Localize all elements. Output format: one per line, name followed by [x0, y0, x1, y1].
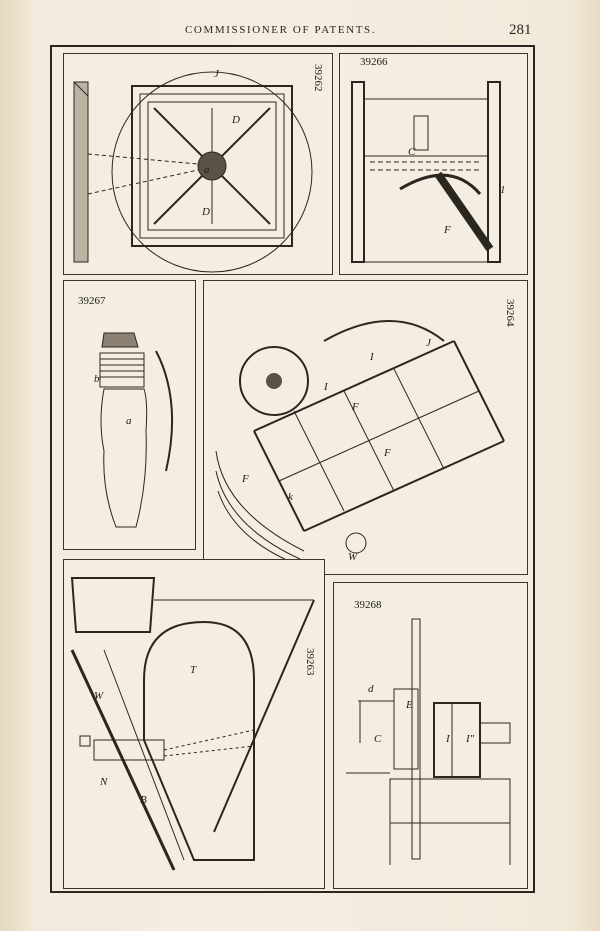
figure-39266-letter: 1 — [500, 184, 506, 196]
running-head: COMMISSIONER OF PATENTS. — [185, 24, 377, 36]
figure-39264-letter: W — [348, 551, 358, 563]
figure-39264-letter: F — [242, 473, 249, 485]
figure-39263-number: 39263 — [304, 648, 316, 676]
figure-39268-letter: I — [446, 733, 450, 745]
figure-39264-letter: F — [384, 447, 391, 459]
figure-39267-letter: a — [126, 415, 132, 427]
figure-39268-number: 39268 — [354, 599, 382, 611]
figure-39268-letter: E — [406, 699, 413, 711]
figure-39263: 39263 T W N B — [63, 559, 325, 889]
figure-39262: 39262 J D a D — [63, 53, 333, 275]
figure-39262-letter: a — [204, 164, 210, 176]
figure-39263-letter: N — [100, 776, 108, 788]
figure-39264-letter: I — [324, 381, 328, 393]
figure-39266: 39266 C F 1 — [339, 53, 528, 275]
figure-39262-number: 39262 — [312, 64, 324, 92]
figure-39268-letter: C — [374, 733, 382, 745]
figure-39263-letter: W — [94, 690, 104, 702]
figure-39268: 39268 d E C I I" — [333, 582, 528, 889]
figure-39267-drawing — [64, 281, 196, 550]
figure-39262-letter: J — [214, 68, 219, 80]
figure-39262-letter: D — [202, 206, 210, 218]
figure-39264-drawing — [204, 281, 528, 575]
figure-39268-drawing — [334, 583, 528, 889]
figure-39264-letter: k — [288, 491, 293, 503]
figure-39268-letter: I" — [466, 733, 475, 745]
figure-39268-letter: d — [368, 683, 374, 695]
page-header: COMMISSIONER OF PATENTS. 281 — [0, 22, 600, 44]
figure-39263-drawing — [64, 560, 325, 889]
patent-plate: 39262 J D a D 39266 C F 1 — [50, 45, 535, 893]
figure-39264-letter: J — [426, 337, 431, 349]
figure-39266-letter: C — [408, 146, 416, 158]
figure-39266-number: 39266 — [360, 56, 388, 68]
figure-39264-letter: F — [352, 401, 359, 413]
figure-39264-letter: I — [370, 351, 374, 363]
figure-39262-letter: D — [232, 114, 240, 126]
figure-39264-number: 39264 — [504, 299, 516, 327]
page-number: 281 — [509, 22, 532, 38]
figure-39263-letter: B — [140, 794, 147, 806]
figure-39262-drawing — [64, 54, 333, 275]
figure-39263-letter: T — [190, 664, 197, 676]
figure-39266-drawing — [340, 54, 528, 275]
figure-39264: 39264 J I I F F F k W — [203, 280, 528, 575]
figure-39267-number: 39267 — [78, 295, 106, 307]
figure-39266-letter: F — [444, 224, 451, 236]
figure-39267: 39267 b a — [63, 280, 196, 550]
figure-39267-letter: b — [94, 373, 100, 385]
